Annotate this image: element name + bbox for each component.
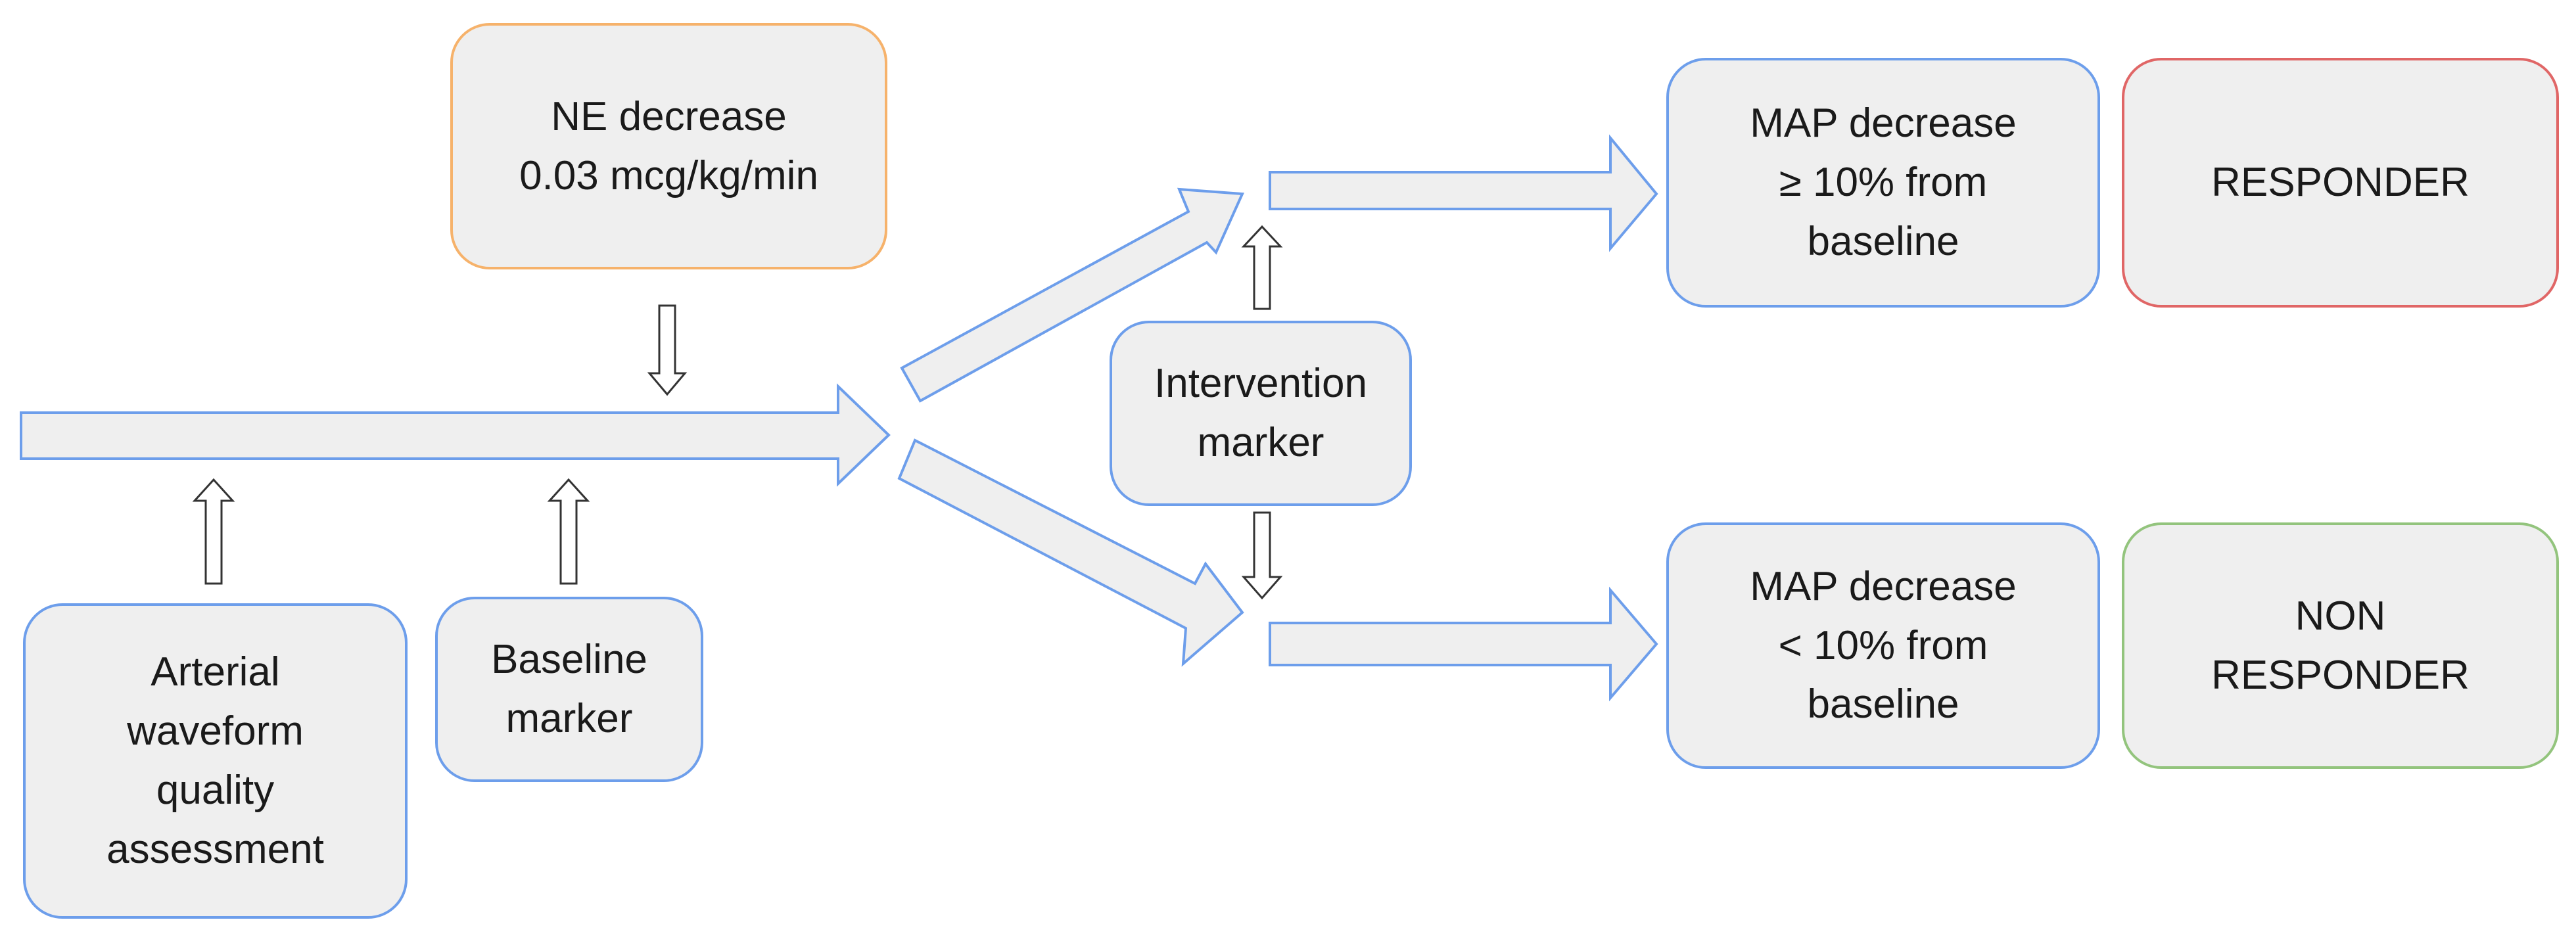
upper-outcome-arrow [1269,134,1658,252]
map-decrease-lt-label: MAP decrease < 10% from baseline [1750,563,2017,727]
baseline-marker-label: Baseline marker [491,637,647,741]
lower-outcome-arrow [1269,586,1658,702]
arterial-waveform-label: Arterial waveform quality assessment [106,649,324,872]
map-decrease-lt-box: MAP decrease < 10% from baseline [1666,522,2100,769]
ne-decrease-box: NE decrease 0.03 mcg/kg/min [450,23,887,269]
map-decrease-ge-box: MAP decrease ≥ 10% from baseline [1666,58,2100,308]
main-timeline-arrow [20,383,891,487]
arterial-up-arrow [192,478,235,585]
responder-label: RESPONDER [2211,160,2470,206]
branch-down-arrow [897,438,1244,667]
ne-down-arrow [647,304,688,396]
arterial-waveform-box: Arterial waveform quality assessment [23,603,408,919]
baseline-marker-box: Baseline marker [435,597,703,782]
ne-decrease-label: NE decrease 0.03 mcg/kg/min [519,93,818,198]
intervention-up-arrow [1241,225,1283,310]
non-responder-box: NON RESPONDER [2122,522,2559,769]
non-responder-label: NON RESPONDER [2211,593,2470,698]
map-decrease-ge-label: MAP decrease ≥ 10% from baseline [1750,101,2017,264]
branch-up-arrow [900,187,1244,403]
intervention-down-arrow [1241,511,1283,600]
responder-box: RESPONDER [2122,58,2559,308]
baseline-up-arrow [547,478,590,585]
intervention-marker-label: Intervention marker [1154,361,1367,465]
intervention-marker-box: Intervention marker [1110,321,1412,506]
